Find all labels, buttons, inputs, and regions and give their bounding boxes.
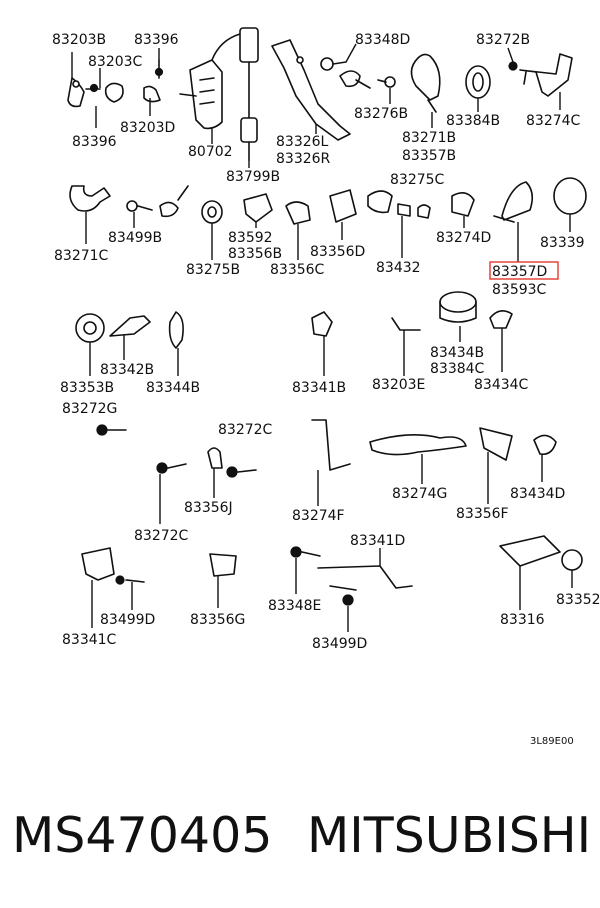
- part-labels: 83203B 83396 83203C 83396 83203D 80702 8…: [52, 32, 600, 747]
- part-label: 83203B: [52, 32, 106, 48]
- parts-diagram: 83203B 83396 83203C 83396 83203D 80702 8…: [52, 27, 600, 747]
- part-label: 83499D: [312, 636, 367, 652]
- part-label: 83356D: [310, 244, 365, 260]
- part-drawings: [67, 27, 587, 606]
- part-label: 83339: [540, 235, 585, 251]
- part-label: 83274D: [436, 230, 491, 246]
- brand-name: MITSUBISHI: [307, 807, 592, 864]
- part-label: 83272G: [62, 401, 117, 417]
- highlight-box: [489, 261, 559, 280]
- leader-lines: [71, 43, 573, 632]
- part-label: 83432: [376, 260, 421, 276]
- part-label: 83341D: [350, 533, 405, 549]
- part-label: 83326L: [276, 134, 329, 150]
- part-label: 83203E: [372, 377, 425, 393]
- part-label: 83203C: [88, 54, 143, 70]
- part-label: 83356B: [228, 246, 282, 262]
- part-label: 83342B: [100, 362, 154, 378]
- part-label: 83344B: [146, 380, 200, 396]
- part-label: 83499D: [100, 612, 155, 628]
- part-label: 83396: [134, 32, 179, 48]
- part-label: 83434B: [430, 345, 484, 361]
- part-label: 83272C: [134, 528, 189, 544]
- part-label: 83271C: [54, 248, 109, 264]
- part-label: 83356C: [270, 262, 325, 278]
- part-number: MS470405: [12, 807, 273, 864]
- part-label: 83316: [500, 612, 545, 628]
- part-label: 83326R: [276, 151, 331, 167]
- part-label: 83357B: [402, 148, 456, 164]
- part-label: 83274C: [526, 113, 581, 129]
- part-label: 83592: [228, 230, 273, 246]
- part-label: 83384C: [430, 361, 485, 377]
- part-label: 83356F: [456, 506, 509, 522]
- part-label: 83396: [72, 134, 117, 150]
- part-label: 83593C: [492, 282, 547, 298]
- part-label: 83274F: [292, 508, 345, 524]
- part-label: 83275B: [186, 262, 240, 278]
- part-label: 83203D: [120, 120, 175, 136]
- part-label: 83384B: [446, 113, 500, 129]
- part-label: 83272B: [476, 32, 530, 48]
- part-label: 83353B: [60, 380, 114, 396]
- part-label: 83356G: [190, 612, 245, 628]
- part-label: 83341C: [62, 632, 117, 648]
- part-label: 83356J: [184, 500, 233, 516]
- part-label: 83499B: [108, 230, 162, 246]
- part-label: 83276B: [354, 106, 408, 122]
- part-label: 83271B: [402, 130, 456, 146]
- part-label: 83434C: [474, 377, 529, 393]
- part-label: 83341B: [292, 380, 346, 396]
- part-label: 83348E: [268, 598, 321, 614]
- part-label: 83799B: [226, 169, 280, 185]
- part-label: 83434D: [510, 486, 565, 502]
- diagram-code: 3L89E00: [530, 736, 574, 747]
- part-label: 83274G: [392, 486, 447, 502]
- part-label: 83275C: [390, 172, 445, 188]
- part-label: 80702: [188, 144, 233, 160]
- part-label: 83272C: [218, 422, 273, 438]
- part-label: 83348D: [355, 32, 410, 48]
- highlighted-part-label: 83357D: [492, 264, 547, 280]
- part-label: 83352: [556, 592, 600, 608]
